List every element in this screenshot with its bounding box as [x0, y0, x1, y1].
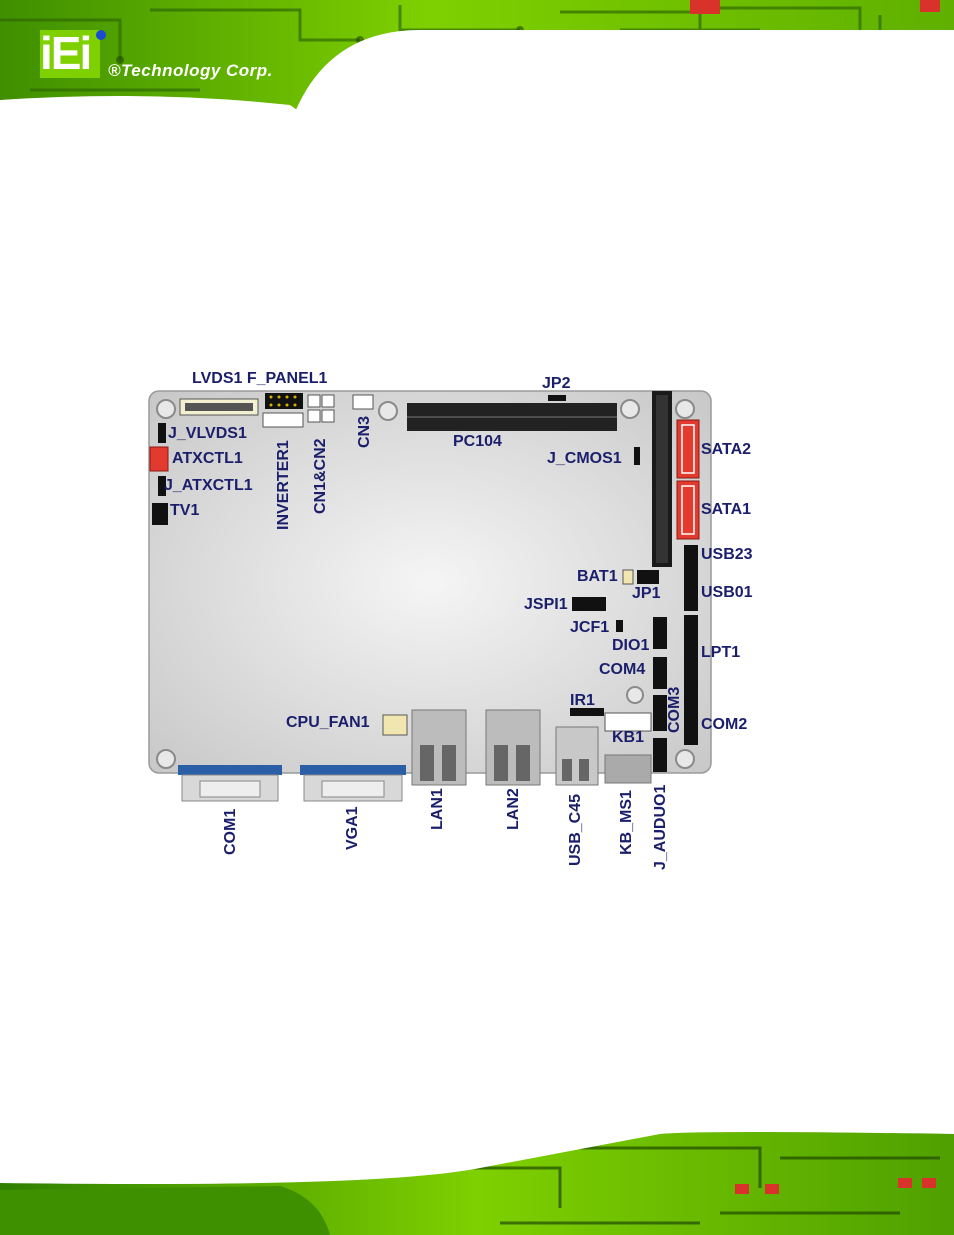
label-atxctl1: ATXCTL1 [172, 450, 243, 467]
label-lan1: LAN1 [429, 788, 446, 830]
header-banner [0, 0, 954, 112]
label-cn3: CN3 [356, 415, 373, 448]
label-lvds1-fpanel1: LVDS1 F_PANEL1 [192, 370, 328, 387]
logo: iEi [40, 27, 92, 79]
label-jp1: JP1 [632, 585, 661, 602]
label-usb23: USB23 [701, 546, 753, 563]
label-dio1: DIO1 [612, 637, 650, 654]
label-com3: COM3 [666, 686, 683, 733]
label-pc104: PC104 [453, 433, 502, 450]
logo-dot [96, 30, 106, 40]
label-j-atxctl1: J_ATXCTL1 [164, 477, 253, 494]
label-j-vlvds1: J_VLVDS1 [168, 425, 247, 442]
label-com2: COM2 [701, 716, 748, 733]
label-cn1cn2: CN1&CN2 [312, 438, 329, 514]
label-usb-c45: USB_C45 [567, 793, 584, 866]
company-name: ®Technology Corp. [108, 61, 273, 80]
label-com1: COM1 [222, 808, 239, 855]
label-cpu-fan1: CPU_FAN1 [286, 714, 370, 731]
label-jspi1: JSPI1 [524, 596, 568, 613]
label-jcf1: JCF1 [570, 619, 610, 636]
label-kb1: KB1 [612, 729, 645, 746]
label-usb01: USB01 [701, 584, 753, 601]
label-sata1: SATA1 [701, 501, 752, 518]
label-com4: COM4 [599, 661, 646, 678]
motherboard-diagram [148, 390, 712, 802]
label-ir1: IR1 [570, 692, 595, 709]
label-bat1: BAT1 [577, 568, 618, 585]
label-sata2: SATA2 [701, 441, 752, 458]
label-j-audio1: J_AUDUO1 [652, 784, 669, 870]
label-lan2: LAN2 [505, 788, 522, 830]
label-lpt1: LPT1 [701, 644, 741, 661]
label-vga1: VGA1 [344, 806, 361, 850]
footer-banner [0, 1128, 954, 1235]
label-tv1: TV1 [170, 502, 200, 519]
label-j-cmos1: J_CMOS1 [547, 450, 622, 467]
label-kb-ms1: KB_MS1 [618, 790, 635, 855]
label-jp2: JP2 [542, 375, 571, 392]
label-inverter1: INVERTER1 [275, 440, 292, 530]
